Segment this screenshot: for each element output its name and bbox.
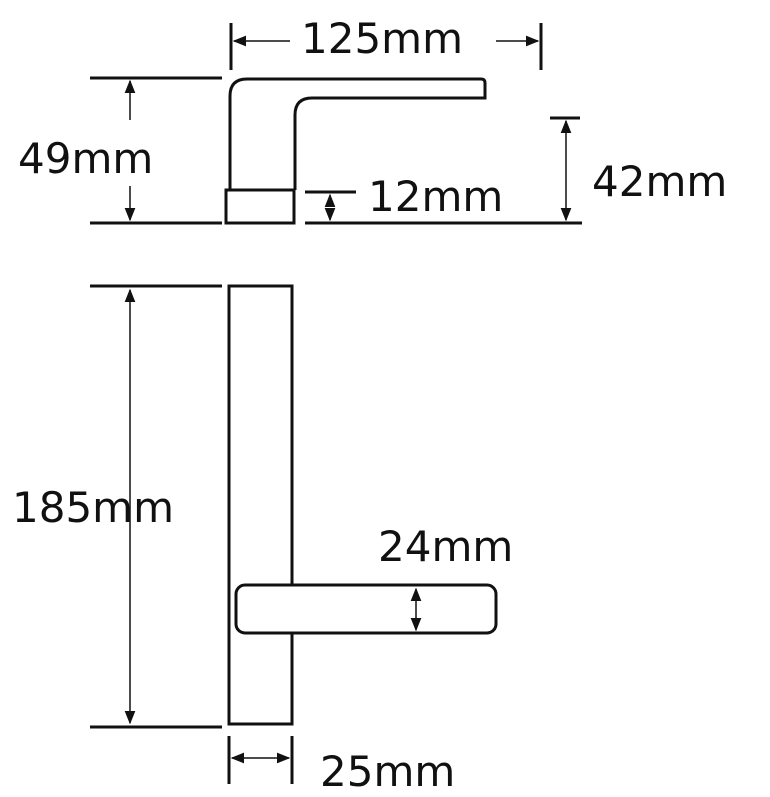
dimension-24mm: 24mm [378,522,513,632]
rose-base [224,188,296,225]
label-125mm: 125mm [301,14,463,63]
dimension-12mm: 12mm [305,172,582,225]
dimension-42mm: 42mm [550,116,727,222]
dimension-25mm: 25mm [227,736,455,796]
label-185mm: 185mm [12,483,174,532]
side-view: 125mm 49mm 12mm 42mm [18,14,727,225]
label-49mm: 49mm [18,134,153,183]
backplate [227,284,294,726]
dimension-125mm: 125mm [229,14,543,70]
dimension-185mm: 185mm [12,284,222,729]
label-24mm: 24mm [378,522,513,571]
label-42mm: 42mm [592,157,727,206]
label-25mm: 25mm [320,747,455,796]
label-12mm: 12mm [368,172,503,221]
lever-side-profile [228,77,487,190]
front-view: 185mm 24mm 25mm [12,284,513,796]
lever-front [234,583,498,635]
dimension-49mm: 49mm [18,76,222,225]
